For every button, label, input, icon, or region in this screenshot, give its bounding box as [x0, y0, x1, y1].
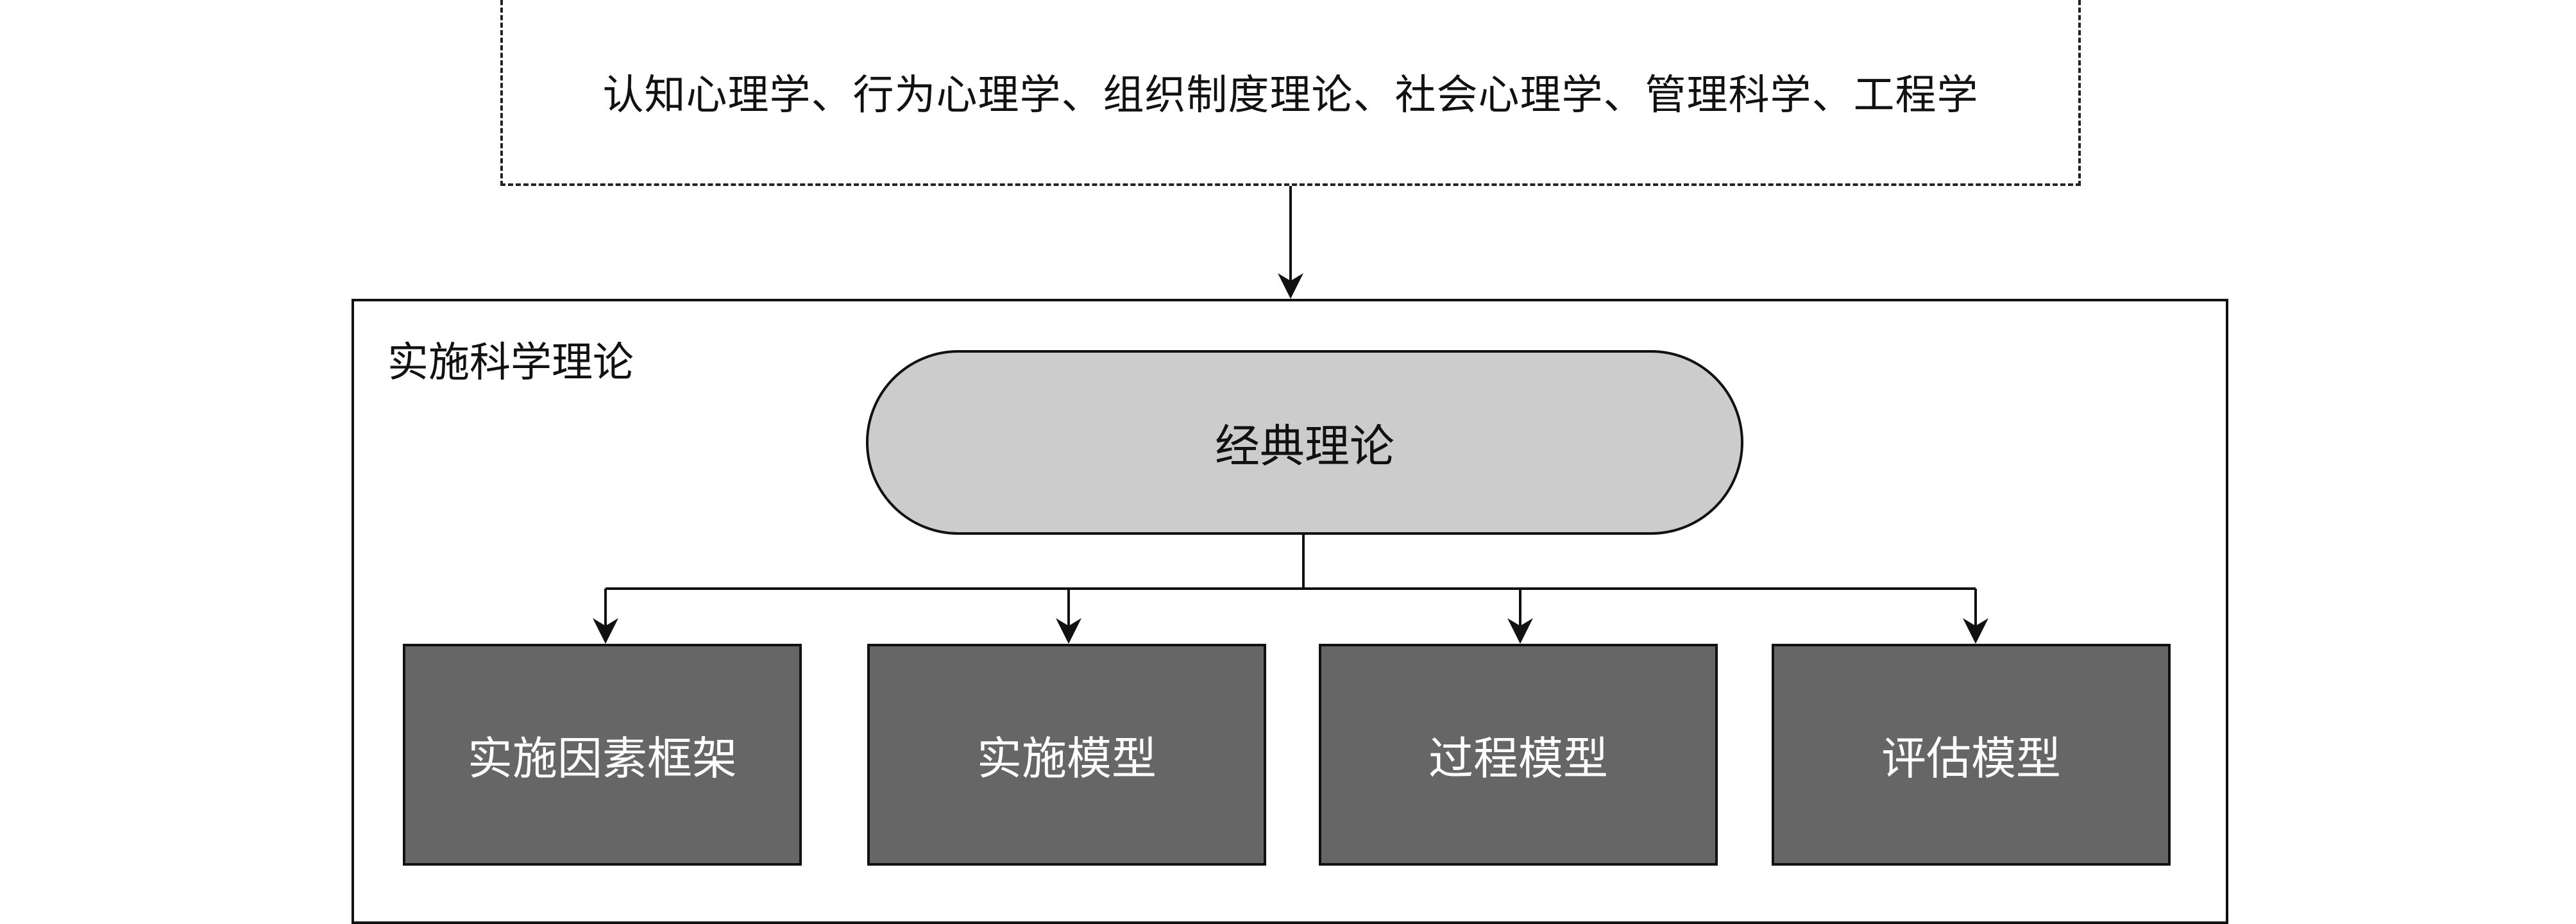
category-label: 实施模型	[977, 732, 1157, 785]
category-label: 实施因素框架	[468, 732, 737, 785]
classic-theory-label: 经典理论	[1215, 419, 1394, 473]
category-evaluation-model: 评估模型	[1772, 644, 2171, 866]
category-process-model: 过程模型	[1319, 644, 1718, 866]
category-label: 过程模型	[1428, 732, 1608, 785]
category-implementation-model: 实施模型	[867, 644, 1266, 866]
source-theories-text: 认知心理学、行为心理学、组织制度理论、社会心理学、管理科学、工程学	[602, 72, 1979, 119]
source-theories-box: 认知心理学、行为心理学、组织制度理论、社会心理学、管理科学、工程学	[500, 0, 2081, 186]
category-label: 评估模型	[1881, 732, 2061, 785]
implementation-science-box	[352, 299, 2228, 924]
classic-theory-node: 经典理论	[866, 350, 1743, 535]
category-implementation-factors-framework: 实施因素框架	[403, 644, 802, 866]
implementation-science-label: 实施科学理论	[387, 339, 634, 387]
